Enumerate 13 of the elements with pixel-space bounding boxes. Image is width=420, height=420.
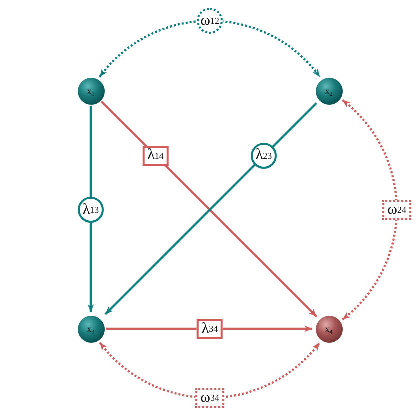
node-label: x$_{1}$ [87,86,95,96]
sphere-node [316,78,342,104]
dotted-arrow [342,99,398,321]
node-label: x$_{2}$ [325,86,333,96]
arrow [106,326,312,332]
dotted-arrow [99,20,321,78]
arrow [88,106,94,312]
sphere-node [78,316,104,342]
node-label: x$_{3}$ [87,324,95,334]
node-label: x$_{4}$ [325,324,333,334]
sphere-node [316,316,342,342]
dotted-arrow [99,342,321,400]
sphere-node [78,78,104,104]
